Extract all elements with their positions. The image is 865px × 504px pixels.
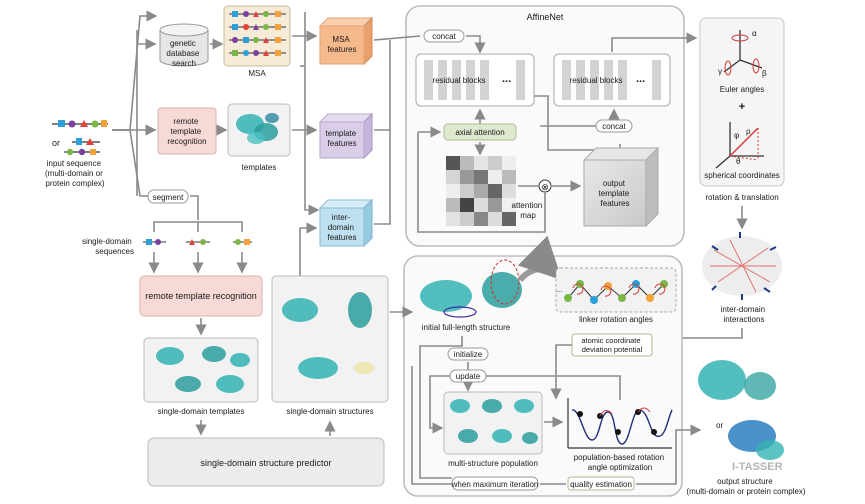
genetic-database-search-label: genetic database search [166,39,201,68]
single-domain-structures-image [282,292,374,379]
single-domain-templates-panel [143,337,259,403]
linker-ellipsis-left: ... [556,285,562,294]
input-sequence-label: input sequence (multi-domain or protein … [45,159,105,188]
spherical-axes-icon [715,122,764,169]
axial-attention-box [443,123,517,141]
residual-blocks-1-ellipsis: ... [502,73,511,85]
template-protein-image [236,113,279,144]
linker-box [555,267,677,313]
residual-blocks-1-label: residual blocks [433,76,486,85]
single-domain-sequence-glyphs [143,239,252,245]
inter-domain-features-cube [318,198,374,248]
multiply-symbol: ⊗ [541,182,549,192]
output-structure-image-2 [728,420,784,460]
attention-map-grid [446,156,516,226]
remote-template-recognition-box [157,107,217,155]
linker-chain [564,280,668,304]
residual-blocks-2-label: residual blocks [570,76,623,85]
linker-rotation-angles-label: linker rotation angles [579,315,653,324]
theta-label: θ [736,157,741,166]
quality-estimation-label: quality estimation [570,480,632,489]
remote-template-recognition-wide-label: remote template recognition [145,291,257,301]
multiply-operator [538,179,552,193]
inter-domain-features-label: inter- domain features [328,213,357,242]
quality-estimation-box [567,476,635,491]
when-maximum-iteration-pill [451,476,539,491]
single-domain-structures-panel [271,275,389,403]
population-image [450,399,538,444]
when-maximum-iteration-label: when maximum iteration [451,480,539,489]
atomic-coordinate-deviation-label: atomic coordinate deviation potential [581,336,642,354]
concat-pill-1 [423,29,465,43]
attention-map-label: attention map [512,201,545,220]
output-structure-image-1 [698,360,776,400]
msa-features-label: MSA features [328,35,357,54]
templates-label: templates [242,163,277,172]
initial-full-length-structure-label: initial full-length structure [422,323,511,332]
concat-label-1: concat [432,32,456,41]
rotation-translation-panel [699,17,785,187]
beta-label: β [762,69,767,78]
template-features-cube [318,112,374,160]
output-template-features-cube [582,146,660,228]
watermark: I-TASSER [732,461,783,473]
affinenet-title: AffineNet [527,12,564,22]
or-label: or [52,138,60,148]
energy-landscape-plot [567,398,673,449]
initialize-label: initialize [454,350,483,359]
euler-axes-icon [723,30,763,76]
multi-structure-population-label: multi-structure population [448,459,538,468]
alpha-label: α [752,29,757,38]
output-structure-label: output structure (multi-domain or protei… [686,477,805,496]
single-domain-structure-predictor-box [147,437,385,487]
gamma-label: γ [718,67,722,76]
phi-label: φ [734,131,739,140]
inter-domain-interactions-image [702,232,782,300]
database-cylinder [159,23,209,67]
concat-label-2: concat [602,122,626,131]
residual-blocks-1-columns [424,60,525,100]
template-features-label: template features [326,129,359,148]
residual-blocks-2-ellipsis: ... [636,73,645,85]
update-pill [449,369,487,383]
initial-full-length-structure-image [420,259,522,318]
remote-template-recognition-label: remote template recognition [167,117,206,146]
single-domain-sequences-label: single-domain sequences [82,237,134,256]
update-label: update [456,372,481,381]
single-domain-templates-image [156,346,250,393]
inter-domain-interactions-label: inter-domain interactions [721,305,768,324]
initialize-pill [447,347,489,361]
msa-rows [229,11,286,56]
msa-features-cube [318,16,374,66]
axial-attention-label: axial attention [455,128,504,137]
spherical-coordinates-label: spherical coordinates [704,171,780,180]
population-based-optimization-label: population-based rotation angle optimiza… [574,453,667,472]
output-or-label: or [716,421,723,430]
plus-sign: + [739,101,745,113]
euler-angles-label: Euler angles [720,85,764,94]
single-domain-templates-label: single-domain templates [158,407,245,416]
segment-pill [147,189,189,204]
remote-template-recognition-wide-box [139,275,263,317]
msa-box [223,5,291,67]
rho-label: ρ [746,127,751,136]
curved-arrow [517,235,563,283]
msa-label: MSA [248,69,266,78]
rotation-translation-label: rotation & translation [705,193,778,202]
single-domain-structures-label: single-domain structures [286,407,373,416]
output-template-features-label: output template features [599,179,632,208]
input-sequence-glyph [52,120,108,156]
residual-blocks-2-columns [562,60,661,100]
segment-label: segment [153,193,184,202]
single-domain-structure-predictor-label: single-domain structure predictor [200,458,331,468]
